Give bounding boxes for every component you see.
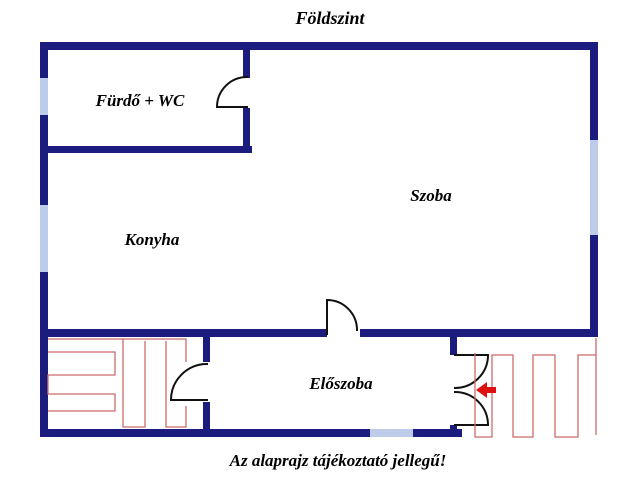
room-door-swing (326, 298, 359, 335)
wall-bathroom-right-lower (243, 108, 250, 153)
wall-main-bottom-left-segment (40, 329, 327, 337)
staircases (47, 338, 597, 438)
wall-bathroom-bottom (40, 146, 252, 153)
stairwell-door-swing (169, 362, 209, 402)
right-staircase (474, 338, 597, 438)
left-staircase (47, 338, 187, 428)
room-label-hall: Előszoba (309, 374, 373, 393)
wall-stairwell-lower (203, 402, 210, 437)
disclaimer-caption: Az alaprajz tájékoztató jellegű! (229, 451, 447, 470)
window-right-room (590, 140, 598, 235)
window-hall-bottom (370, 429, 413, 437)
entrance-double-door-swing (453, 354, 490, 426)
wall-hall-bottom-left-segment (40, 429, 370, 437)
doors (169, 75, 490, 426)
wall-bathroom-right-upper (243, 50, 250, 78)
entrance-arrow-icon (476, 382, 496, 398)
wall-hall-bottom-right-segment (413, 429, 462, 437)
wall-entrance-upper (450, 337, 457, 355)
window-left-bathroom (40, 78, 48, 115)
bathroom-door-swing (215, 75, 249, 109)
room-label-kitchen: Konyha (124, 230, 180, 249)
wall-top (40, 42, 598, 50)
room-label-bathroom: Fürdő + WC (95, 91, 185, 110)
room-label-room: Szoba (410, 186, 452, 205)
wall-stairwell-upper (203, 337, 210, 362)
windows (40, 78, 598, 437)
window-left-kitchen (40, 205, 48, 272)
page-title: Földszint (295, 8, 365, 28)
wall-main-bottom-right-segment (360, 329, 598, 337)
